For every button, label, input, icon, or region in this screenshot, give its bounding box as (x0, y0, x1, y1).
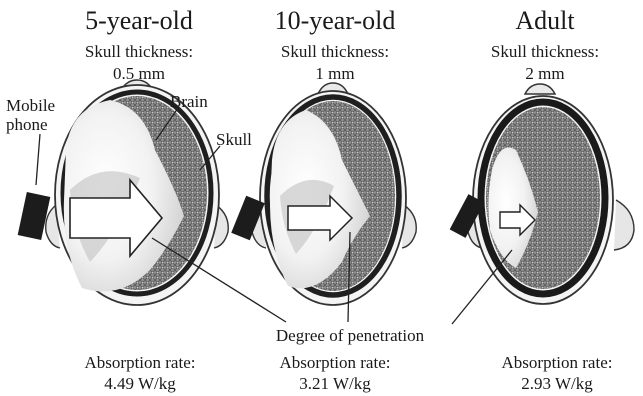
head-10-year-old (231, 83, 416, 305)
age-label-5: 5-year-old (54, 6, 224, 36)
mobile-phone (18, 192, 51, 240)
mobile-phone-label-line2: phone (6, 115, 72, 134)
thickness-value-10: 1 mm (240, 64, 430, 84)
age-label-10: 10-year-old (250, 6, 420, 36)
thickness-label-adult: Skull thickness: (460, 42, 630, 62)
age-label-adult: Adult (470, 6, 620, 36)
thickness-value-adult: 2 mm (460, 64, 630, 84)
head-adult (450, 84, 634, 304)
thickness-value-5: 0.5 mm (44, 64, 234, 84)
absorption-label-5: Absorption rate: (40, 353, 240, 373)
brain-label: Brain (170, 92, 240, 111)
mobile-phone-label-line1: Mobile (6, 96, 72, 115)
skull-label: Skull (216, 130, 276, 149)
absorption-label-10: Absorption rate: (250, 353, 420, 373)
thickness-label-5: Skull thickness: (44, 42, 234, 62)
penetration-label: Degree of penetration (240, 326, 460, 345)
absorption-value-adult: 2.93 W/kg (476, 374, 638, 394)
absorption-value-10: 3.21 W/kg (250, 374, 420, 394)
thickness-label-10: Skull thickness: (240, 42, 430, 62)
absorption-label-adult: Absorption rate: (476, 353, 638, 373)
nose-shape (525, 84, 555, 94)
leader-penetration-3 (452, 250, 512, 324)
absorption-value-5: 4.49 W/kg (40, 374, 240, 394)
leader-phone (36, 134, 40, 185)
